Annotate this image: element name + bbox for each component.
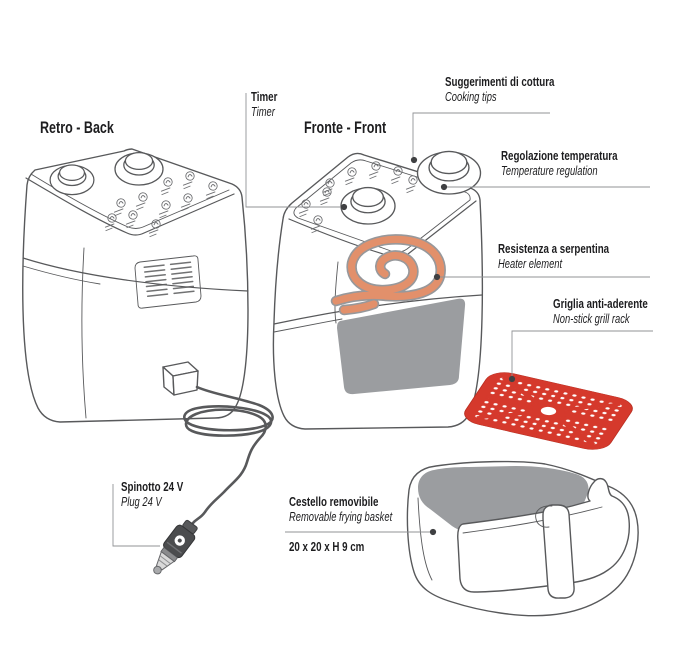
label-basket-it: Cestello removibile: [289, 494, 379, 509]
label-temperature: Regolazione temperatura Temperature regu…: [501, 148, 618, 178]
timer-leader: [245, 93, 341, 208]
back-unit: [22, 148, 249, 423]
timer-knob: [340, 186, 396, 225]
vent-grille: [134, 255, 202, 309]
label-timer-en: Timer: [251, 104, 275, 119]
basket-handle-grip: [542, 504, 575, 599]
label-grill-en: Non-stick grill rack: [553, 311, 630, 326]
label-temperature-it: Regolazione temperatura: [501, 148, 618, 163]
callout-leader-lines: [112, 93, 653, 547]
label-cooking-tips: Suggerimenti di cottura Cooking tips: [445, 74, 555, 104]
label-cooking-tips-en: Cooking tips: [445, 89, 497, 104]
basket-dimensions: 20 x 20 x H 9 cm: [289, 539, 365, 554]
drawer-front-panel: [337, 298, 466, 395]
back-knob-temperature: [49, 164, 95, 196]
car-plug-24v: [153, 519, 198, 575]
cable-connector-box: [162, 361, 199, 396]
label-timer: Timer Timer: [251, 89, 278, 119]
temperature-knob: [416, 150, 482, 195]
label-plug: Spinotto 24 V Plug 24 V: [121, 479, 184, 509]
heater-coil: [330, 234, 446, 316]
grill-rack: [464, 372, 633, 450]
label-heater: Resistenza a serpentina Heater element: [498, 241, 610, 271]
label-heater-it: Resistenza a serpentina: [498, 241, 610, 256]
label-grill: Griglia anti-aderente Non-stick grill ra…: [553, 296, 648, 326]
label-plug-it: Spinotto 24 V: [121, 479, 184, 494]
back-view-title: Retro - Back: [40, 119, 114, 137]
label-timer-it: Timer: [251, 89, 278, 104]
plug-leader: [112, 484, 160, 547]
back-knob-timer: [114, 151, 164, 186]
label-heater-en: Heater element: [498, 256, 563, 271]
front-view-title: Fronte - Front: [304, 119, 387, 137]
label-temperature-en: Temperature regulation: [501, 163, 598, 178]
front-unit: [272, 150, 484, 430]
label-basket-en: Removable frying basket: [289, 509, 393, 524]
label-grill-it: Griglia anti-aderente: [553, 296, 648, 311]
frying-basket: [406, 460, 639, 617]
power-cable: [153, 361, 274, 575]
cooking-tips-leader: [412, 112, 550, 157]
coiled-cord: [183, 385, 274, 526]
grill-leader: [511, 330, 653, 376]
label-basket: Cestello removibile Removable frying bas…: [289, 494, 393, 524]
label-cooking-tips-it: Suggerimenti di cottura: [445, 74, 555, 89]
label-plug-en: Plug 24 V: [121, 494, 162, 509]
